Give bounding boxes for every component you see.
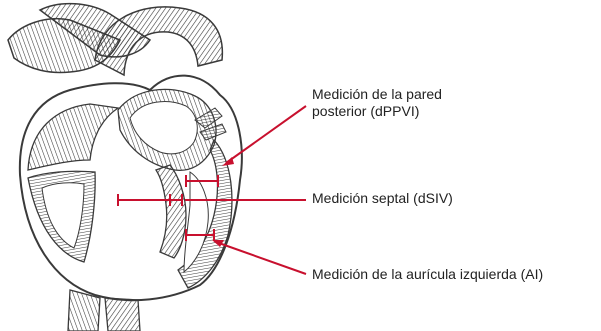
label-auricula-izquierda: Medición de la aurícula izquierda (AI) xyxy=(312,266,543,283)
vessel-bottom-right xyxy=(105,298,140,331)
label-pared-line1: Medición de la pared xyxy=(312,86,442,103)
vessel-bottom-left xyxy=(68,290,100,331)
label-pared-posterior: Medición de la pared posterior (dPPVI) xyxy=(312,86,442,120)
label-septal: Medición septal (dSIV) xyxy=(312,190,453,207)
label-pared-line2: posterior (dPPVI) xyxy=(312,103,442,120)
heart-illustration xyxy=(8,4,242,331)
leader-ai xyxy=(216,242,306,274)
